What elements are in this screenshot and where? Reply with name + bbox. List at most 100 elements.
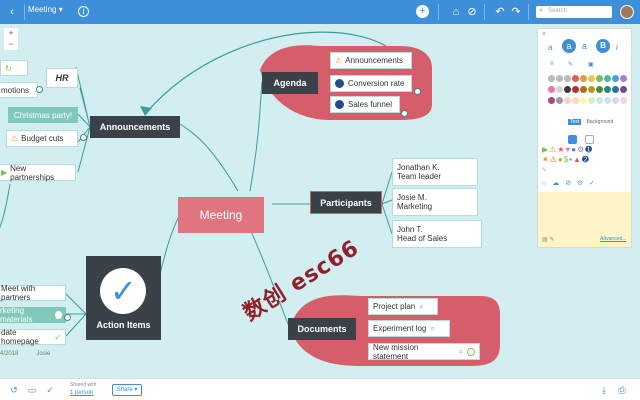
avatar[interactable] (620, 5, 634, 19)
action-item[interactable]: rketing materials (0, 306, 66, 324)
style-icon[interactable] (568, 135, 577, 144)
color-swatch[interactable] (556, 97, 563, 104)
connector-handle[interactable] (80, 134, 87, 141)
color-swatch[interactable] (556, 86, 563, 93)
color-swatch[interactable] (564, 97, 571, 104)
color-swatch[interactable] (588, 86, 595, 93)
cloud-icon[interactable]: ☁ (552, 180, 566, 187)
font-small-button[interactable]: a (548, 43, 553, 52)
participant-item[interactable]: John T.Head of Sales (392, 220, 482, 248)
font-large-button[interactable]: a (582, 41, 588, 51)
bold-button[interactable]: B (596, 39, 610, 53)
task-check-icon[interactable]: ✓ (46, 385, 54, 395)
tab-background[interactable]: Background (586, 119, 614, 125)
info-icon[interactable]: i (78, 6, 89, 17)
redo-icon[interactable]: ↷ (511, 6, 521, 18)
history-icon[interactable]: ↺ (10, 385, 18, 395)
action-item[interactable]: Meet with partners (0, 284, 66, 302)
connector-handle[interactable] (401, 110, 408, 117)
style-icon[interactable] (585, 135, 595, 144)
topic-agenda[interactable]: Agenda (262, 72, 318, 94)
color-swatch[interactable] (612, 75, 619, 82)
announcement-item[interactable]: motions (0, 82, 38, 98)
warning-red-icon[interactable]: ⚠ (549, 155, 558, 164)
flag-icon[interactable]: ▶ (542, 145, 550, 154)
paint-icon[interactable]: ✎ (568, 62, 574, 68)
color-swatch[interactable] (604, 97, 611, 104)
dollar-icon[interactable]: $ (563, 155, 570, 164)
shared-with-link[interactable]: 1 person (70, 390, 94, 396)
notes-area[interactable]: Advanced... ▤ ✎ (538, 192, 631, 247)
print-icon[interactable]: ⎙ (618, 385, 626, 395)
color-swatch[interactable] (604, 75, 611, 82)
color-swatch[interactable] (580, 75, 587, 82)
partial-item[interactable]: ↻ (0, 60, 28, 76)
color-swatch[interactable] (548, 86, 555, 93)
check-icon[interactable]: ✓ (588, 180, 601, 187)
share-button[interactable]: Share ▾ (112, 384, 142, 396)
color-swatch[interactable] (572, 75, 579, 82)
coin-icon[interactable]: ● (557, 155, 564, 164)
color-swatch[interactable] (564, 75, 571, 82)
color-swatch[interactable] (620, 86, 627, 93)
star-icon[interactable]: ★ (557, 145, 566, 154)
color-swatch[interactable] (564, 86, 571, 93)
color-swatch[interactable] (612, 97, 619, 104)
linkedin-icon[interactable]: ▪ (569, 155, 574, 164)
circle-icon[interactable]: ● (571, 145, 578, 154)
search-input[interactable]: ⌕ Search (536, 6, 612, 18)
align-icon[interactable]: ≡ (550, 61, 554, 67)
agenda-item[interactable]: Sales funnel (330, 96, 400, 113)
map-title[interactable]: Meeting ▾ (28, 5, 63, 14)
color-swatch[interactable] (572, 86, 579, 93)
color-swatch[interactable] (580, 97, 587, 104)
flag-red-icon[interactable]: ▲ (573, 155, 582, 164)
zoom-in-button[interactable]: + (8, 28, 14, 38)
document-item[interactable]: Project plan⌕ (368, 298, 438, 315)
zoom-out-button[interactable]: − (8, 39, 14, 49)
participant-item[interactable]: Jonathan K.Team leader (392, 158, 478, 186)
agenda-item[interactable]: ⚠Announcements (330, 52, 412, 69)
image-icon[interactable]: ▣ (588, 62, 594, 68)
color-swatch[interactable] (596, 75, 603, 82)
color-swatch[interactable] (596, 86, 603, 93)
central-topic[interactable]: Meeting (178, 197, 264, 233)
close-icon[interactable]: × (542, 31, 547, 38)
undo-icon[interactable]: ↶ (495, 6, 505, 18)
chevron-left-icon[interactable]: ‹ (10, 6, 14, 18)
topic-action-items[interactable]: ✓ Action Items (86, 256, 161, 340)
attach-icon[interactable]: ⊝ (577, 180, 589, 187)
italic-button[interactable]: i (616, 43, 618, 52)
color-swatch[interactable] (580, 86, 587, 93)
color-swatch[interactable] (612, 86, 619, 93)
gear-icon[interactable]: ⚙ (577, 145, 586, 154)
topic-documents[interactable]: Documents (288, 318, 356, 340)
heart-icon[interactable]: ♥ (565, 145, 572, 154)
mind-map-canvas[interactable]: Meeting Agenda ⚠Announcements Conversion… (0, 24, 534, 378)
color-swatch[interactable] (588, 97, 595, 104)
lightbulb-icon[interactable]: ✷ (542, 155, 550, 164)
color-swatch[interactable] (588, 75, 595, 82)
link-icon[interactable]: ⊘ (565, 180, 578, 187)
edit-icon[interactable]: ✎ (542, 168, 549, 174)
advanced-link[interactable]: Advanced... (600, 236, 627, 242)
two-icon[interactable]: ➋ (581, 155, 590, 164)
color-swatch[interactable] (620, 97, 627, 104)
color-swatch[interactable] (548, 97, 555, 104)
block-icon[interactable]: ⊘ (467, 6, 477, 18)
font-medium-button[interactable]: a (562, 39, 576, 53)
warning-icon[interactable]: ⚠ (549, 145, 558, 154)
tab-text[interactable]: Text (568, 119, 582, 125)
color-swatch[interactable] (604, 86, 611, 93)
note-icon[interactable]: ▤ ✎ (542, 237, 555, 243)
one-icon[interactable]: ➊ (585, 145, 593, 154)
connector-handle[interactable] (414, 88, 421, 95)
color-swatch[interactable] (556, 75, 563, 82)
announcement-item[interactable]: ⚠Budget cuts (6, 130, 78, 147)
plus-icon[interactable]: + (416, 5, 429, 18)
circle-shape-icon[interactable]: ○ (542, 180, 553, 187)
connector-handle[interactable] (36, 86, 43, 93)
announcement-item[interactable]: ▶New partnerships (0, 164, 76, 182)
color-swatch[interactable] (596, 97, 603, 104)
agenda-item[interactable]: Conversion rate (330, 75, 412, 92)
